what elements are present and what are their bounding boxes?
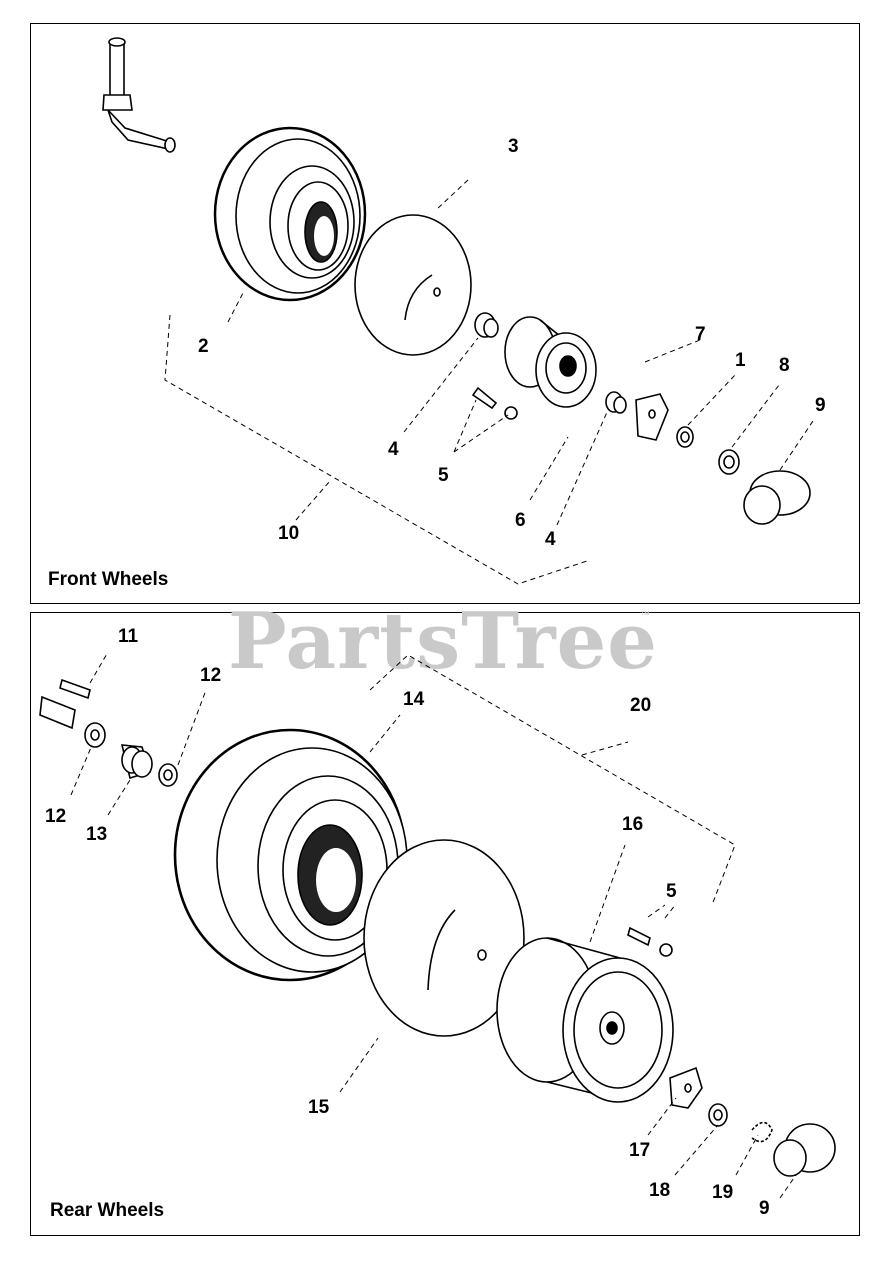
callout-front-3: 3 bbox=[508, 136, 519, 157]
parts-tree-watermark: PartsTree bbox=[228, 596, 658, 687]
rear-inner-tube bbox=[363, 839, 525, 1037]
rear-washer-12a bbox=[84, 722, 106, 748]
callout-rear-18: 18 bbox=[649, 1180, 670, 1201]
front-clip-8 bbox=[718, 449, 740, 475]
callout-front-8: 8 bbox=[779, 355, 790, 376]
rear-wheels-panel: Rear Wheels bbox=[30, 612, 860, 1236]
front-spacer-7 bbox=[635, 393, 669, 441]
rear-rim bbox=[496, 937, 674, 1103]
callout-rear-13: 13 bbox=[86, 824, 107, 845]
callout-rear-19: 19 bbox=[712, 1182, 733, 1203]
callout-front-4a: 4 bbox=[388, 439, 399, 460]
callout-rear-12a: 12 bbox=[200, 665, 221, 686]
callout-front-2: 2 bbox=[198, 336, 209, 357]
front-rim bbox=[504, 316, 597, 408]
callout-front-6: 6 bbox=[515, 510, 526, 531]
front-bushing-4a bbox=[474, 312, 499, 338]
callout-front-4b: 4 bbox=[545, 529, 556, 550]
front-hub-cap bbox=[743, 470, 811, 530]
callout-rear-5: 5 bbox=[666, 881, 677, 902]
front-wheels-title: Front Wheels bbox=[48, 569, 169, 590]
rear-axle-key bbox=[39, 678, 91, 730]
rear-washer-12b bbox=[158, 763, 178, 787]
callout-rear-12b: 12 bbox=[45, 806, 66, 827]
front-spindle bbox=[102, 37, 176, 153]
callout-front-1: 1 bbox=[735, 350, 746, 371]
callout-front-7: 7 bbox=[695, 324, 706, 345]
rear-washer-18 bbox=[708, 1103, 728, 1127]
rear-spacer-13 bbox=[120, 744, 153, 780]
rear-tire bbox=[173, 728, 408, 982]
rear-hub-cap bbox=[773, 1123, 836, 1178]
rear-spacer-17 bbox=[669, 1066, 703, 1109]
rear-valve-stem bbox=[627, 926, 673, 957]
callout-rear-9: 9 bbox=[759, 1198, 770, 1219]
callout-rear-17: 17 bbox=[629, 1140, 650, 1161]
rear-wheels-title: Rear Wheels bbox=[50, 1200, 165, 1221]
front-tire bbox=[213, 126, 367, 302]
callout-rear-20: 20 bbox=[630, 695, 651, 716]
callout-rear-11: 11 bbox=[118, 626, 139, 647]
front-washer-1 bbox=[676, 426, 694, 448]
callout-front-5: 5 bbox=[438, 465, 449, 486]
callout-rear-14: 14 bbox=[403, 689, 425, 710]
front-inner-tube bbox=[354, 214, 472, 356]
trademark-symbol: ™ bbox=[640, 610, 650, 621]
callout-rear-16: 16 bbox=[622, 814, 643, 835]
rear-clip-19 bbox=[751, 1121, 773, 1143]
callout-rear-15: 15 bbox=[308, 1097, 330, 1118]
front-valve-stem bbox=[471, 386, 518, 420]
front-bushing-4b bbox=[605, 391, 627, 414]
callout-front-9: 9 bbox=[815, 395, 826, 416]
callout-front-10: 10 bbox=[278, 523, 299, 544]
